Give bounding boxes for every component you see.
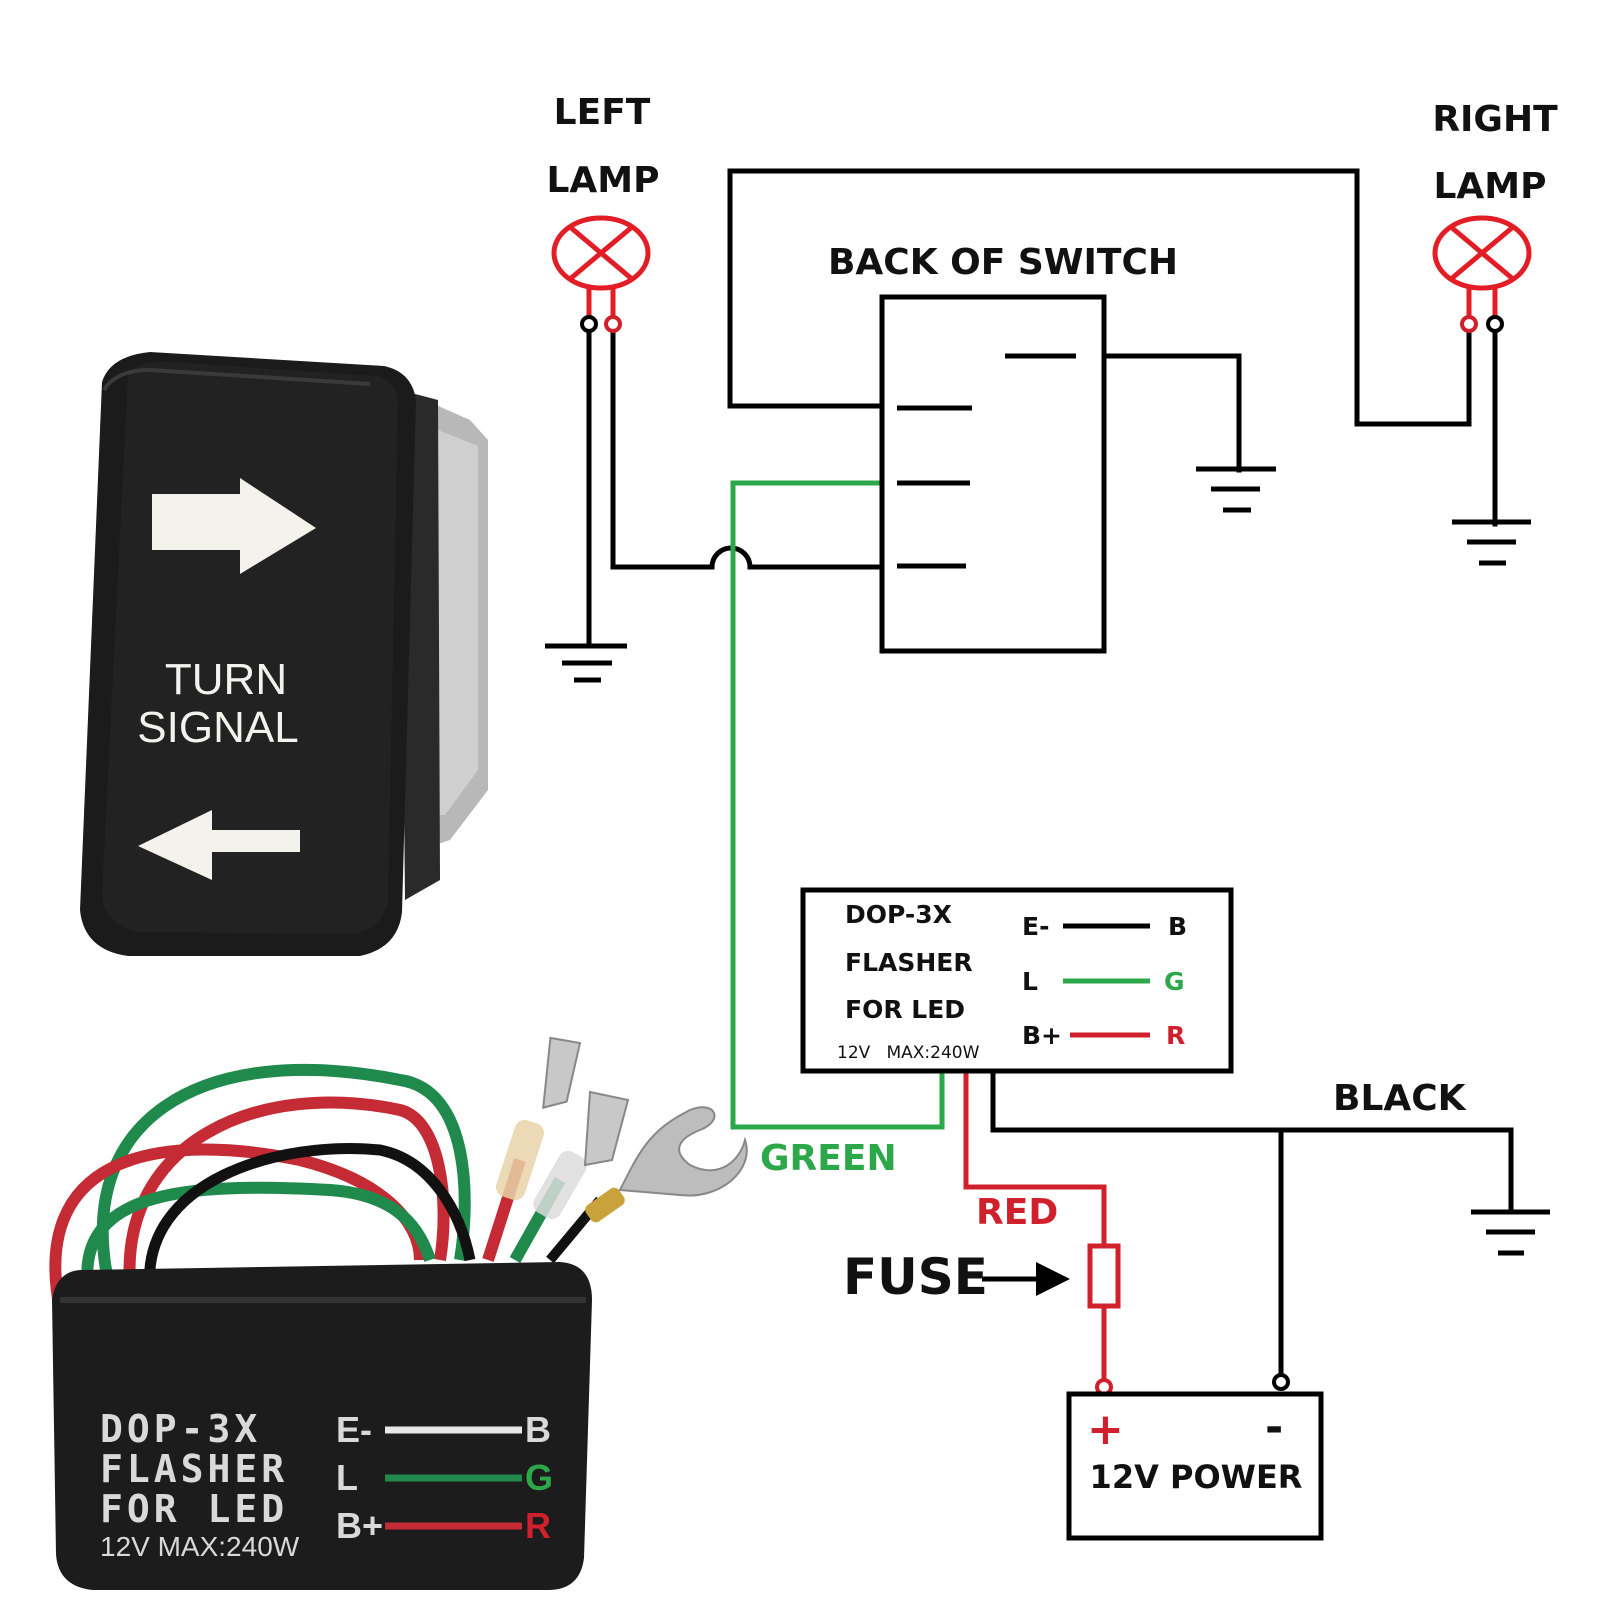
- flasher-box-line2: FLASHER: [845, 948, 973, 977]
- flasher-photo-title: DOP-3X: [100, 1407, 261, 1451]
- ground-icon-right-lamp: [1452, 519, 1531, 566]
- back-of-switch-box: [879, 294, 1107, 654]
- black-wire-label: BLACK: [1333, 1078, 1467, 1119]
- ground-icon-left-lamp: [545, 643, 627, 683]
- flasher-pin-bplus-label: B+: [1022, 1021, 1062, 1050]
- green-wire-label: GREEN: [760, 1138, 897, 1179]
- terminal-left-lamp-ground: [580, 315, 598, 333]
- terminal-left-lamp-feed: [604, 315, 622, 333]
- left-lamp-icon: [551, 215, 651, 318]
- red-wire-label: RED: [976, 1192, 1058, 1233]
- green-wire: [730, 480, 945, 1130]
- terminal-right-lamp-ground: [1486, 315, 1504, 333]
- red-wire: [963, 1068, 1107, 1249]
- right-lamp-label-line2: LAMP: [1433, 166, 1546, 207]
- flasher-photo-line3: FOR LED: [100, 1487, 288, 1531]
- terminal-right-lamp-feed: [1460, 315, 1478, 333]
- left-arrow-icon: [138, 810, 300, 880]
- terminal-battery-negative: [1272, 1373, 1290, 1391]
- back-of-switch-label: BACK OF SWITCH: [828, 242, 1178, 283]
- black-wires: [586, 168, 1514, 1379]
- battery-power-label: 12V POWER: [1090, 1458, 1303, 1496]
- flasher-photo-pin-r: R: [525, 1505, 551, 1546]
- flasher-pin-e-label: E-: [1022, 912, 1049, 941]
- ground-icon-flasher: [1471, 1209, 1550, 1256]
- switch-photo-label-line2: SIGNAL: [137, 703, 298, 752]
- left-lamp-label-line1: LEFT: [554, 92, 651, 133]
- flasher-pin-l-label: L: [1022, 967, 1038, 996]
- turn-signal-switch-photo: TURN SIGNAL: [80, 352, 488, 956]
- flasher-pin-g-label: G: [1164, 967, 1185, 996]
- fuse-symbol: [1087, 1243, 1121, 1309]
- flasher-photo-pin-e: E-: [336, 1409, 372, 1450]
- flasher-module-photo: DOP-3X FLASHER FOR LED 12V MAX:240W E- B…: [49, 1036, 748, 1590]
- flasher-photo-pin-b: B: [525, 1409, 551, 1450]
- flasher-box: DOP-3X FLASHER FOR LED 12V MAX:240W E- B…: [800, 887, 1234, 1074]
- fuse-arrow-icon: [982, 1262, 1070, 1296]
- flasher-photo-pin-bplus: B+: [336, 1505, 383, 1546]
- right-lamp-icon: [1432, 215, 1532, 318]
- flasher-pin-r-label: R: [1166, 1021, 1185, 1050]
- flasher-box-line3: FOR LED: [845, 995, 965, 1024]
- battery-plus-label: +: [1087, 1404, 1124, 1455]
- right-lamp-label-line1: RIGHT: [1432, 99, 1558, 140]
- battery-box: + - 12V POWER: [1066, 1391, 1324, 1541]
- left-lamp-label-line2: LAMP: [546, 160, 659, 201]
- flasher-photo-rating: 12V MAX:240W: [100, 1531, 300, 1562]
- flasher-photo-line2: FLASHER: [100, 1447, 288, 1491]
- flasher-photo-pin-l: L: [336, 1457, 358, 1498]
- switch-photo-label-line1: TURN: [165, 655, 287, 704]
- fuse-label: FUSE: [843, 1248, 988, 1306]
- flasher-pin-b-label: B: [1168, 912, 1187, 941]
- flasher-box-title: DOP-3X: [845, 900, 952, 929]
- right-arrow-icon: [152, 478, 316, 574]
- ground-icon-switch: [1196, 466, 1276, 513]
- flasher-box-rating: 12V MAX:240W: [837, 1043, 980, 1063]
- battery-minus-label: -: [1265, 1402, 1283, 1453]
- flasher-photo-pin-g: G: [525, 1457, 553, 1498]
